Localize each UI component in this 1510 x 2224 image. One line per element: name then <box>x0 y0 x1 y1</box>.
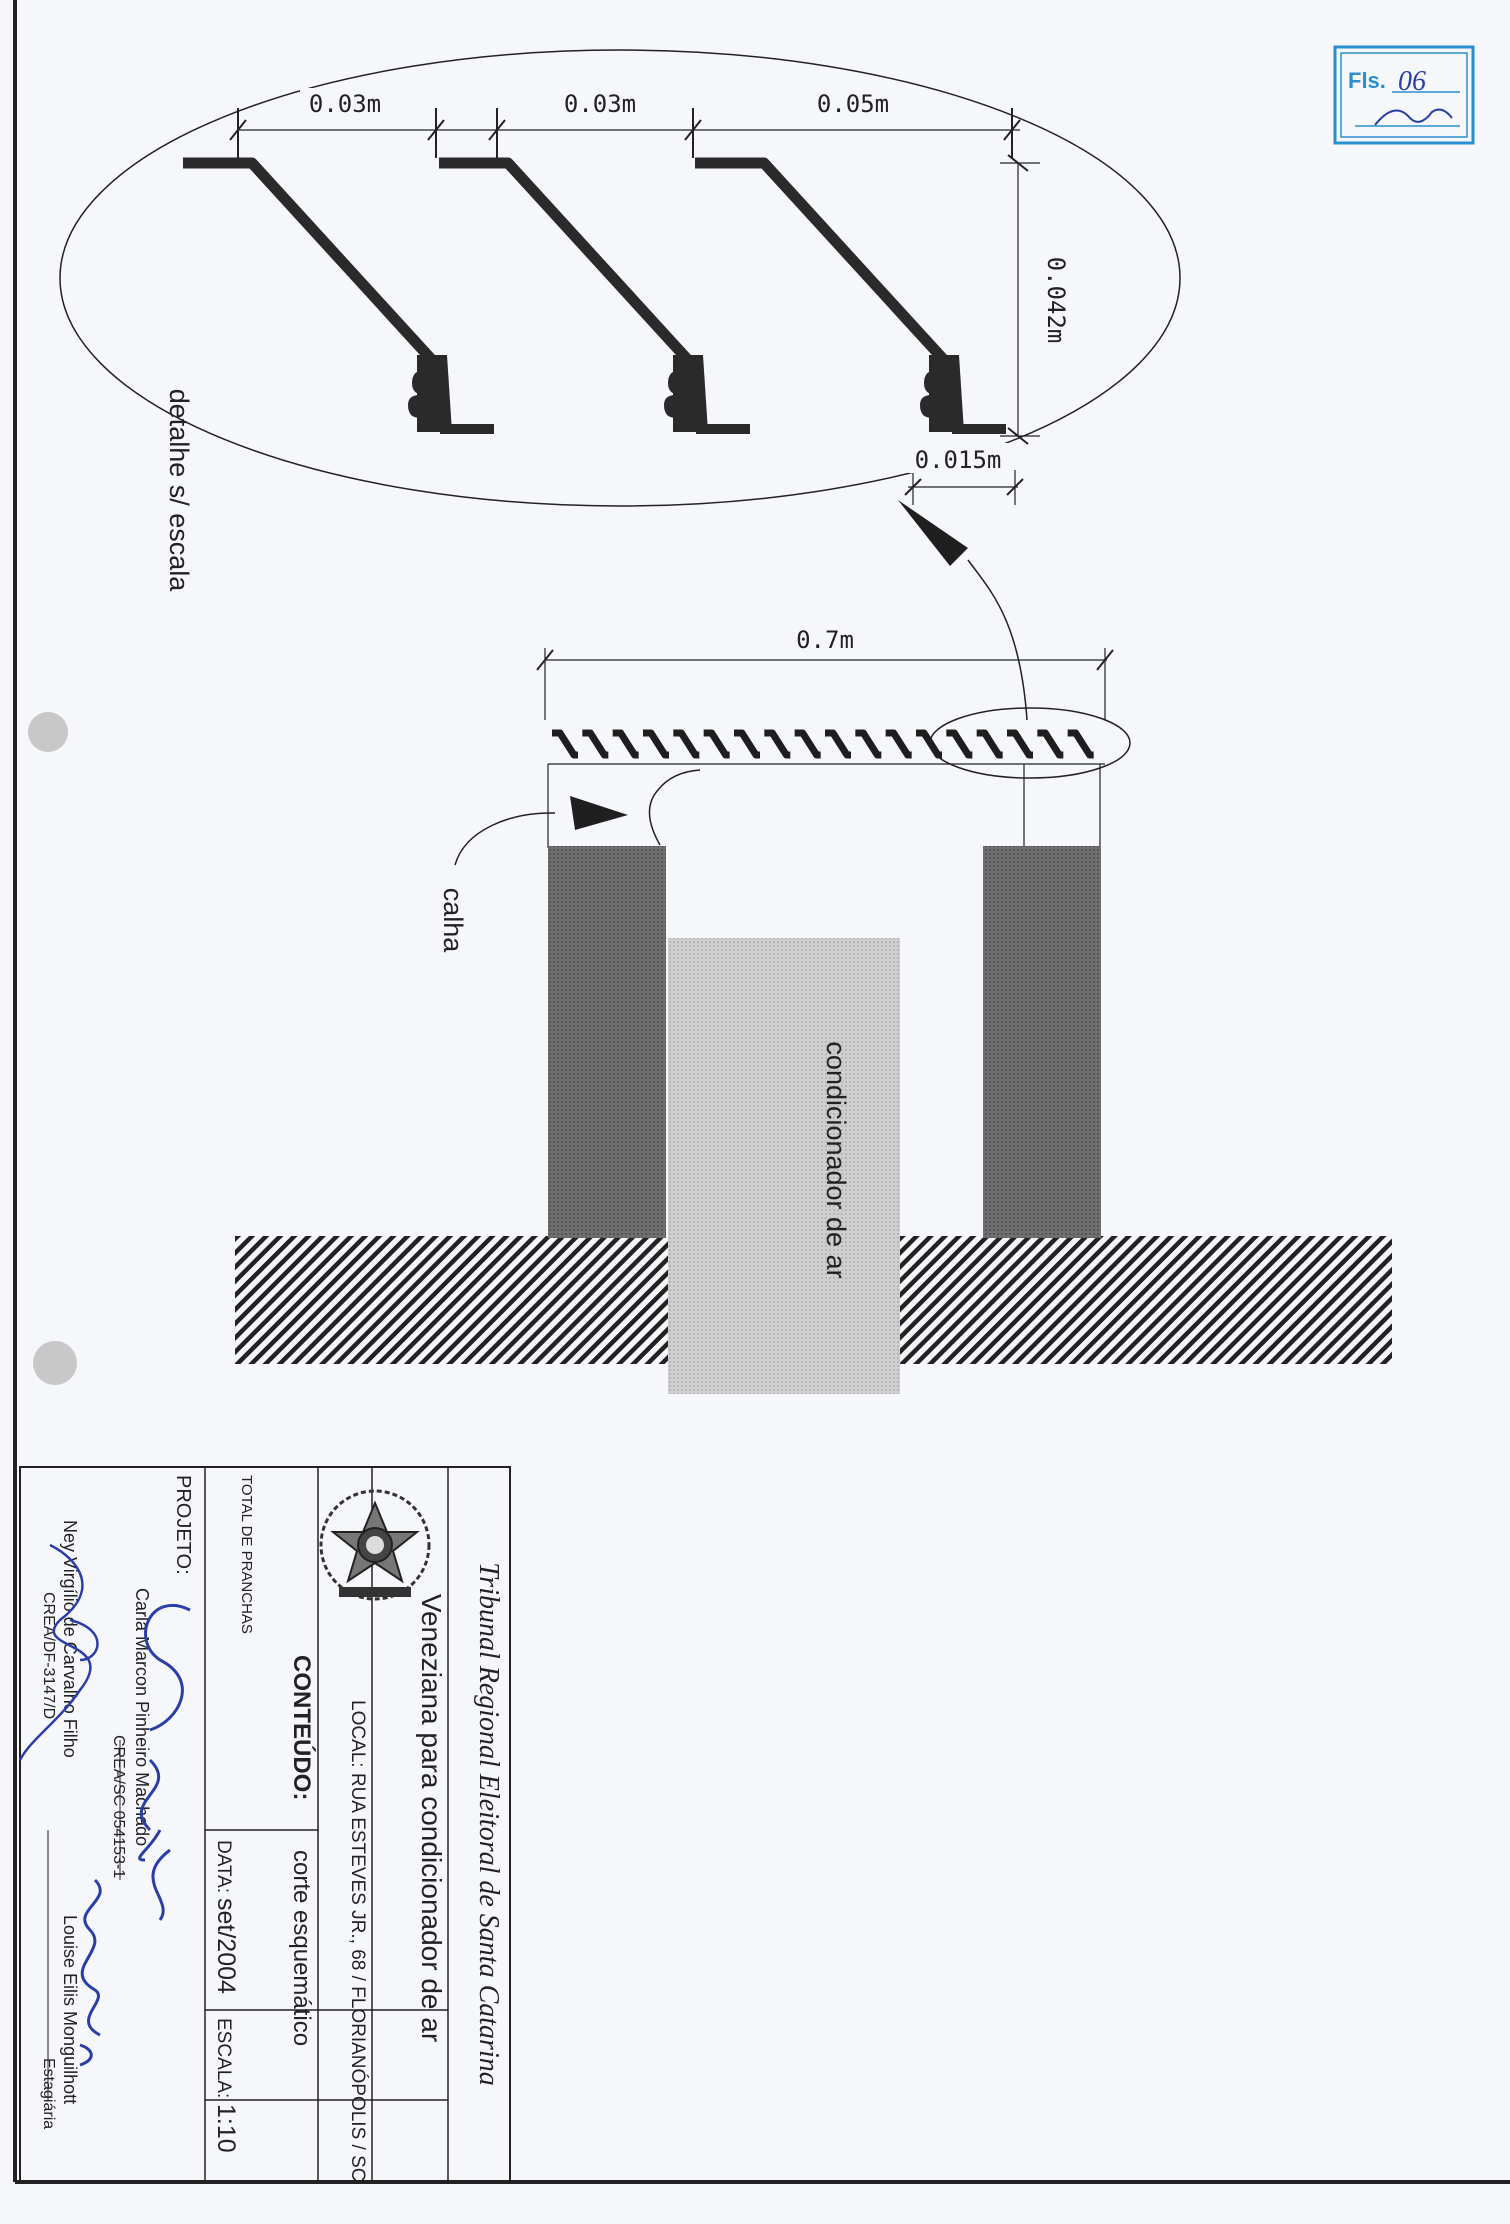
slat-profile-1 <box>183 157 494 434</box>
content-label: CONTEÚDO: <box>288 1655 316 1800</box>
designer-1-registration: CREA/SC 054153-1 <box>110 1735 127 1878</box>
louver-slat <box>855 729 882 759</box>
louver-slat <box>552 729 578 759</box>
designer-2-name: Ney Virgílio de Carvalho Filho <box>60 1520 80 1758</box>
stamp-frame <box>1333 45 1475 145</box>
detail-dim-base: 0.015m <box>915 446 1002 474</box>
detail-scale-note: detalhe s/ escala <box>164 389 194 593</box>
date-label: DATA: <box>213 1840 234 1893</box>
louver-slat <box>916 729 942 759</box>
louver-slat <box>582 729 609 759</box>
air-conditioner-label: condicionador de ar <box>821 1041 851 1278</box>
detail-callout-ellipse <box>59 49 1181 507</box>
detail-reference-ellipse <box>929 707 1131 779</box>
gutter-leader-arrowhead <box>570 796 628 830</box>
scale-value: 1:10 <box>212 2104 240 2153</box>
detail-dim-gap-1: 0.03m <box>309 90 381 118</box>
scale-label: ESCALA: <box>213 2018 234 2098</box>
title-block-frame <box>19 1466 511 2183</box>
louver-slat <box>794 729 821 759</box>
louver-slat <box>764 729 791 759</box>
wall-right <box>983 846 1101 1238</box>
stamp-initials-signature <box>1374 108 1453 126</box>
designer-3-name: Louise Eilis Monguilhott <box>60 1915 80 2104</box>
designer-1-name: Carla Marcon Pinheiro Machado <box>132 1588 152 1846</box>
designer-3-signature <box>79 1878 102 2067</box>
air-conditioner-unit <box>668 938 900 1394</box>
designer-1-signature <box>138 1603 191 1921</box>
wall-left <box>548 846 666 1238</box>
louver-slat <box>946 729 973 759</box>
binder-hole-top <box>28 712 68 752</box>
louver-slat <box>734 729 760 759</box>
binder-hole-bottom <box>33 1341 77 1385</box>
project-location: LOCAL: RUA ESTEVES JR., 68 / FLORIANÓPOL… <box>347 1700 369 2182</box>
gutter-label: calha <box>438 888 468 954</box>
detail-leader-arrowhead <box>898 500 968 566</box>
court-name: Tribunal Regional Eleitoral de Santa Cat… <box>473 1562 504 2085</box>
designer-2-registration: CREA/DF-3147/D <box>40 1592 57 1719</box>
content-value: corte esquemático <box>288 1850 315 2046</box>
louver-slat <box>703 729 730 759</box>
louver-slat <box>1037 729 1064 759</box>
title-block: Tribunal Regional Eleitoral de Santa Cat… <box>18 1466 511 2183</box>
section-drawing: 0.7m calha condicionador de ar <box>235 626 1392 1394</box>
louver-slat <box>643 729 669 759</box>
louver-slat <box>1067 729 1094 759</box>
louver-slat <box>673 729 700 759</box>
slat-profile-3 <box>695 157 1006 434</box>
designer-2-signature <box>18 1543 99 1761</box>
gutter-profile <box>648 769 701 846</box>
drawing-title: Veneziana para condicionador de ar <box>416 1594 447 2042</box>
slat-profile-2 <box>439 157 750 434</box>
louver-slat <box>825 729 851 759</box>
louver-slat <box>1007 729 1033 759</box>
detail-dim-gap-3: 0.05m <box>817 90 889 118</box>
detail-dim-gap-2: 0.03m <box>564 90 636 118</box>
page-stamp: Fls. 06 <box>1333 45 1475 145</box>
brazil-coat-of-arms-emblem <box>319 1489 431 1601</box>
detail-dim-height: 0.042m <box>1042 257 1070 344</box>
louver-slat <box>976 729 1003 759</box>
gutter-leader-line <box>454 812 556 866</box>
louver-slats <box>552 729 1094 759</box>
date-value: set/2004 <box>212 1898 240 1994</box>
stamp-number: 06 <box>1398 66 1426 97</box>
project-label: PROJETO: <box>172 1475 194 1575</box>
louver-detail: 0.03m 0.03m 0.05m <box>59 49 1181 721</box>
louver-width-dimension: 0.7m <box>796 626 854 654</box>
stamp-label: Fls. <box>1348 68 1386 93</box>
louver-slat <box>612 729 639 759</box>
total-sheets-label: TOTAL DE PRANCHAS <box>238 1475 255 1634</box>
detail-leader-line <box>967 559 1028 721</box>
louver-slat <box>885 729 912 759</box>
